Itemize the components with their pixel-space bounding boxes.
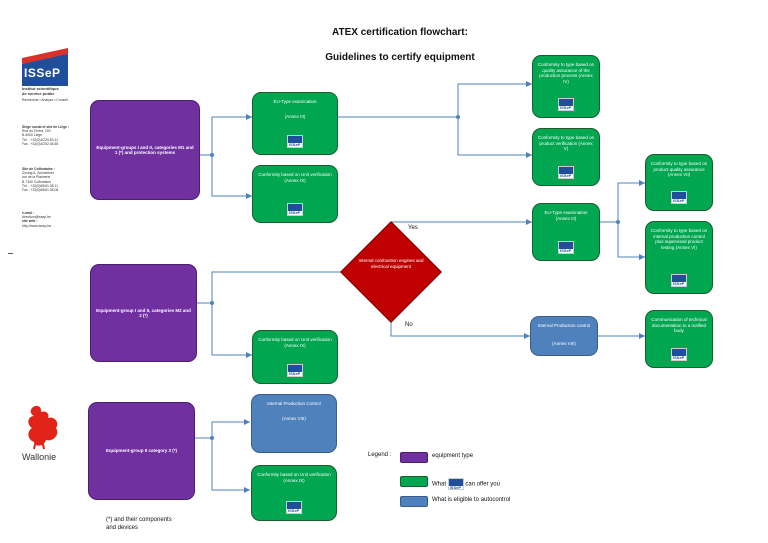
legend-swatch-green [400, 476, 428, 487]
quality-assurance-production-node: Conformity to type based on quality assu… [532, 55, 600, 118]
yes-label: Yes [408, 225, 418, 231]
internal-production-control-node-1: Internal Production Control (Annex VIII) [251, 394, 337, 453]
hq-address: Siège social et site de Liège : Rue du C… [22, 125, 70, 146]
institute-tagline: Recherche • Analyse • Conseil [22, 98, 68, 102]
equipment-group-cat2-node: Equipment-group I and II, categories M2 … [90, 264, 197, 362]
legend-title: Legend : [368, 452, 392, 458]
legend-label-autocontrol: What is eligible to autocontrol [432, 497, 511, 503]
legend-swatch-blue [400, 496, 428, 507]
website-link[interactable]: http://www.issep.be [22, 223, 52, 228]
internal-production-control-node-2: Internal Production control (Annex VIII) [530, 316, 598, 356]
issep-mini-logo-icon: ISSeP [558, 241, 574, 254]
unit-verification-node-3: Conformity based on Unit verification (A… [251, 465, 337, 521]
contact-info: e-mail : direction@issep.be site web : h… [22, 211, 52, 228]
decision-text: Internal combustion engines and electric… [358, 258, 424, 269]
page-subtitle: Guidelines to certify equipment [325, 52, 475, 63]
legend-label-offer: What ISSeP can offer you [432, 478, 500, 490]
issep-mini-logo-icon: ISSeP [286, 501, 302, 514]
product-quality-assurance-node: Conformity to type based on product qual… [645, 154, 713, 211]
issep-mini-logo-icon: ISSeP [558, 98, 574, 111]
wallonie-label: Wallonie [22, 452, 57, 462]
issep-mini-logo-icon: ISSeP [671, 191, 687, 204]
equipment-group-cat1-node: Equipment-groups I and II, categories M1… [90, 100, 200, 200]
issep-mini-logo-icon: ISSeP [671, 348, 687, 361]
eu-type-examination-node-2: EU-Type examination (Annex III) ISSeP [532, 203, 600, 261]
wallonie-rooster-icon [28, 405, 58, 450]
equipment-group-cat3-node: Equipment-group II category 3 (*) [88, 402, 195, 500]
eu-type-examination-node: EU-Type examination (Annex III) ISSeP [252, 92, 338, 155]
legend-label-equipment: equipment type [432, 453, 474, 459]
issep-mini-logo-icon: ISSeP [287, 203, 303, 216]
legend-swatch-purple [400, 452, 428, 463]
colfontaine-address: Site de Colfontaine : Zoning A. Schweitz… [22, 167, 59, 193]
unit-verification-node-2: Conformity based on Unit verification (A… [252, 330, 338, 384]
supervised-product-testing-node: Conformity to type based on internal pro… [645, 221, 713, 294]
no-label: No [405, 322, 413, 328]
issep-mini-logo-icon: ISSeP [558, 166, 574, 179]
footnote: (*) and their components and devices [106, 517, 172, 531]
unit-verification-node-1: Conformity based on Unit verification (A… [252, 165, 338, 223]
email-link[interactable]: direction@issep.be [22, 215, 51, 220]
divider [8, 253, 13, 254]
issep-logo: ISSeP [22, 42, 68, 104]
issep-mini-logo-icon: ISSeP [671, 274, 687, 287]
page-title: ATEX certification flowchart: [332, 27, 468, 38]
product-verification-node: Conformity to type based on product veri… [532, 128, 600, 186]
issep-mini-logo-icon: ISSeP [287, 364, 303, 377]
issep-mini-logo-icon: ISSeP [287, 135, 303, 148]
logo-text: ISSeP [24, 66, 61, 80]
technical-documentation-node: Communication of technical documentation… [645, 310, 713, 368]
issep-legend-logo-icon: ISSeP [447, 478, 464, 490]
institute-name: Institut scientifique de service public [22, 86, 59, 96]
